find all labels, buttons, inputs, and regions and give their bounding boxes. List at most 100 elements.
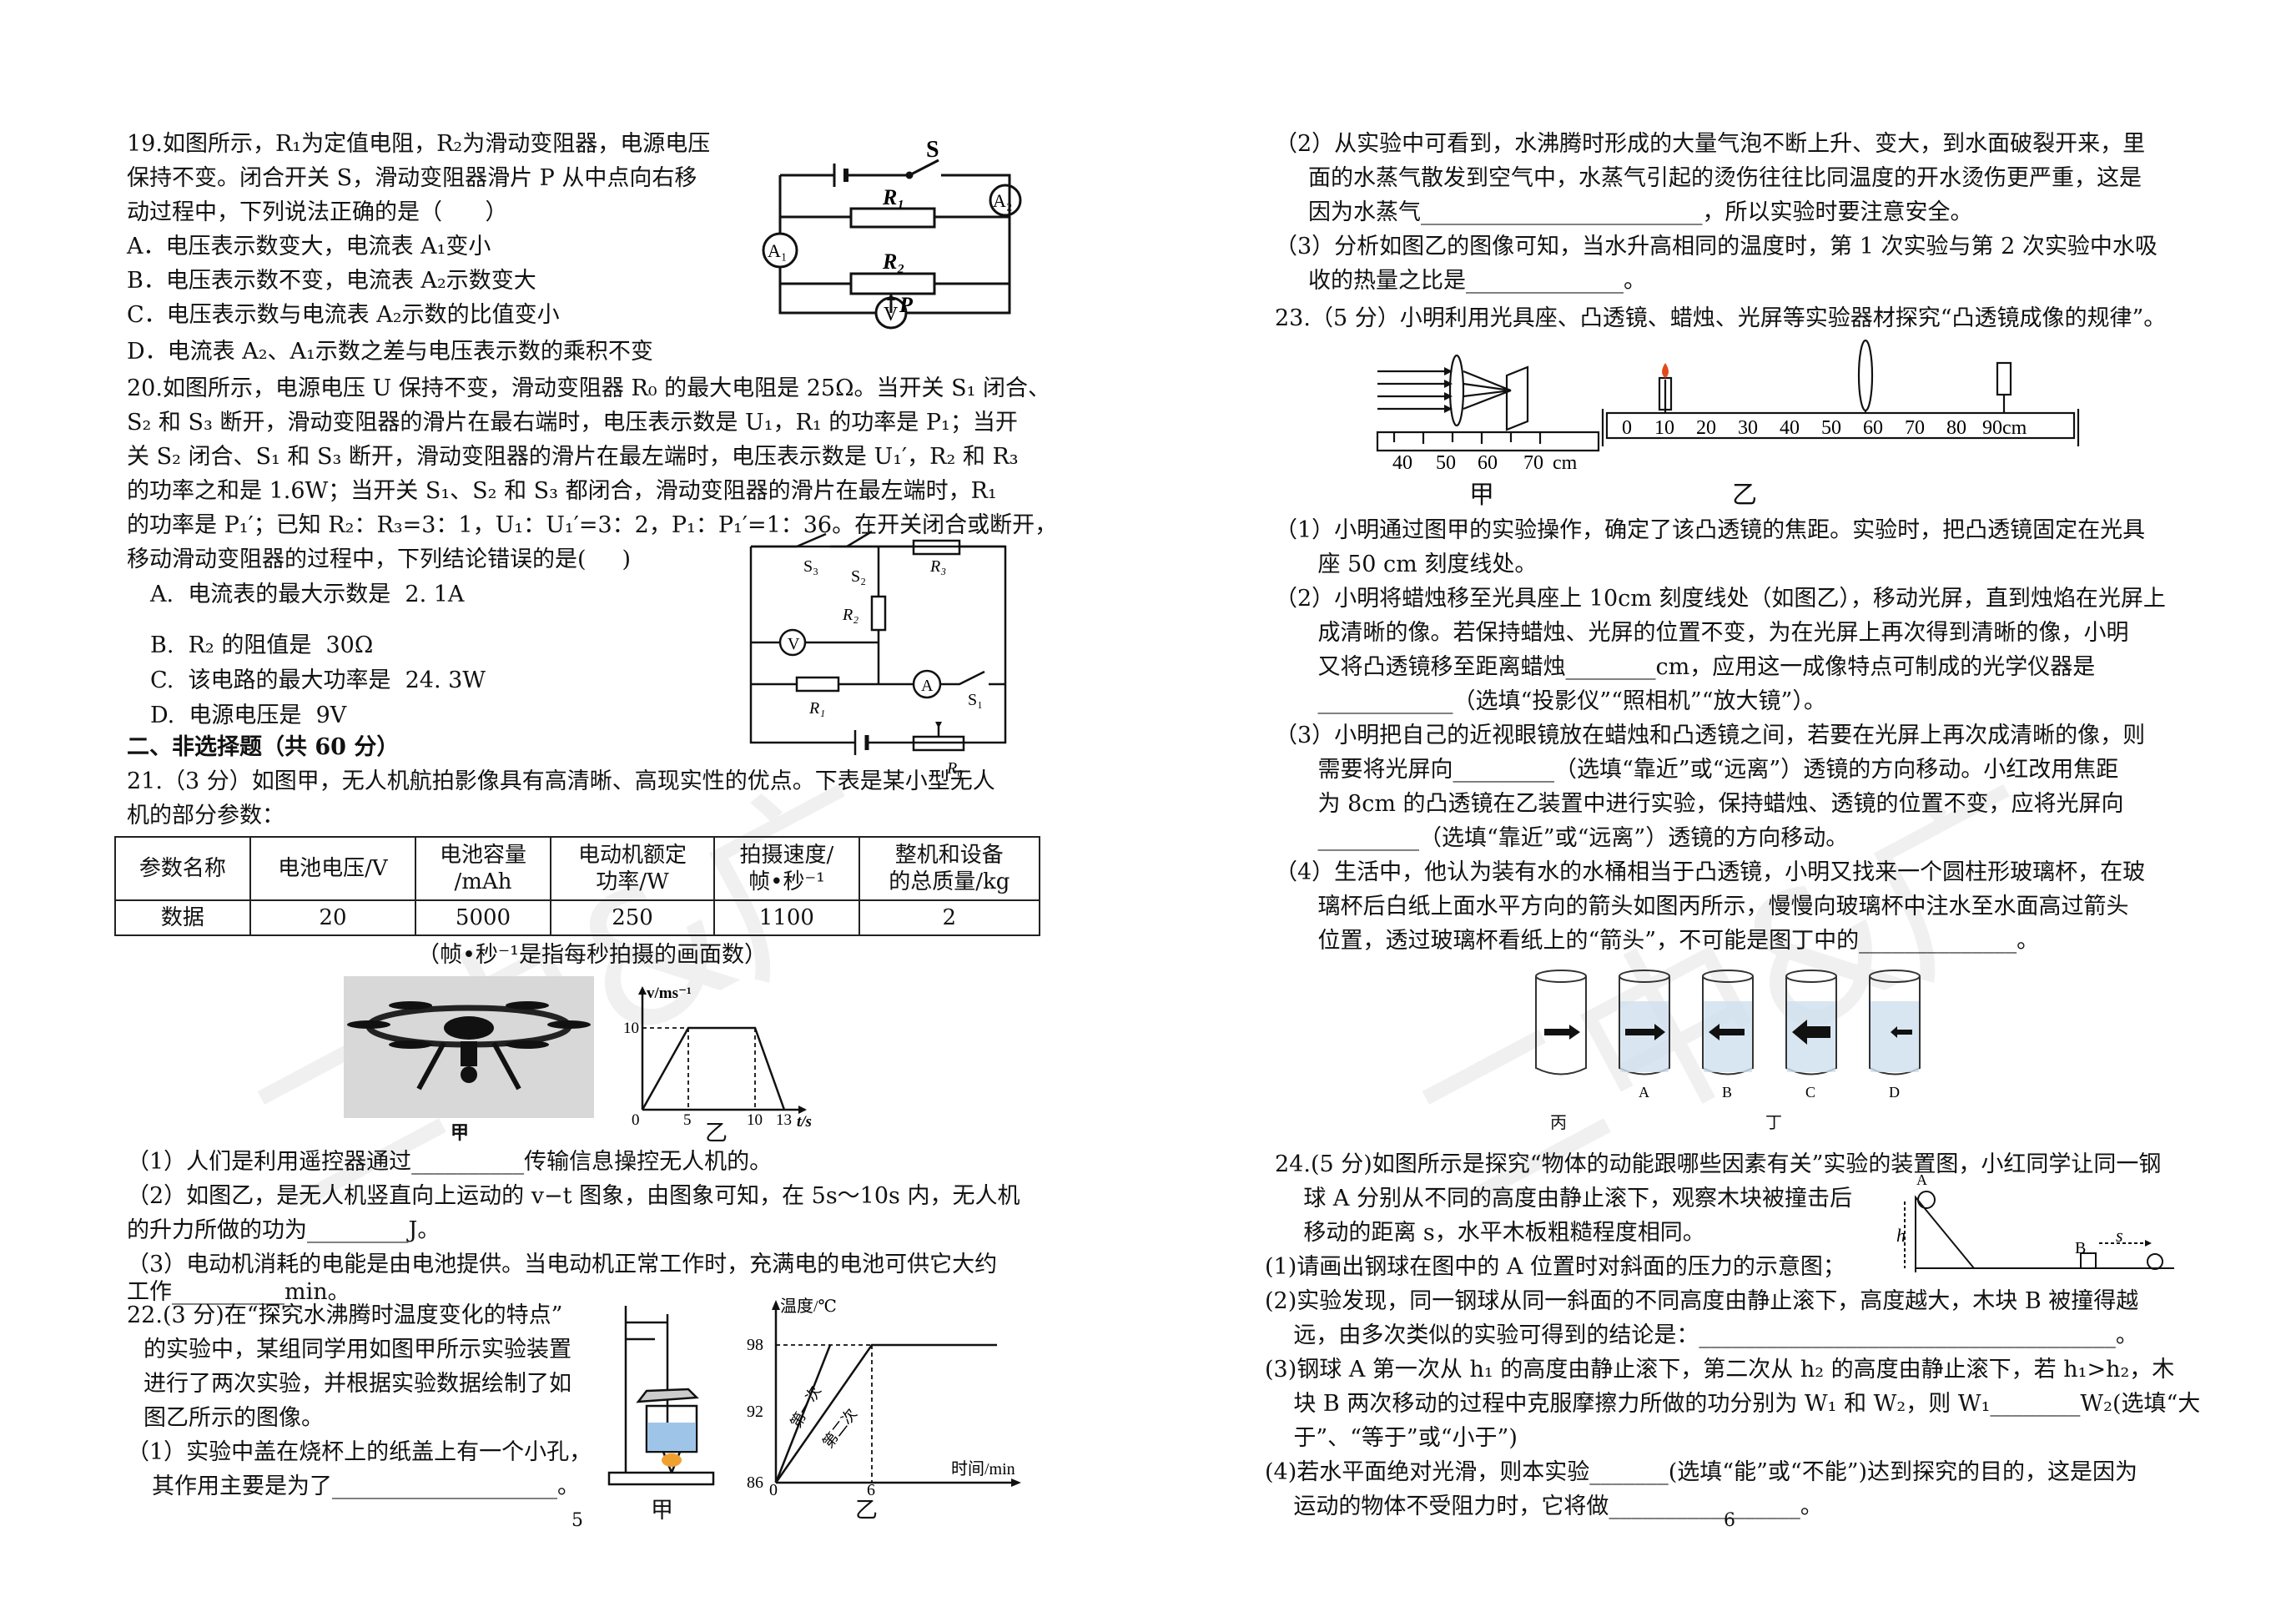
label-a1: A₁ [768, 240, 788, 261]
cup-label: A [1639, 1084, 1649, 1101]
q22-temp-graph: 温度/℃ 98 92 86 0 6 时间/min 第一次 第二次 [747, 1297, 1021, 1499]
tick-label: 70 [1905, 417, 1925, 439]
q19-option: B．电压表示数不变，电流表 A₂示数变大 [127, 268, 536, 294]
tick-label: 90cm [1982, 417, 2027, 439]
table-row: 数据 20 5000 250 1100 2 [114, 899, 1041, 936]
q23-item: （4）生活中，他认为装有水的水桶相当于凸透镜，小明又找来一个圆柱形玻璃杯，在玻 [1275, 859, 2146, 885]
q22-cont-line: 收的热量之比是______________。 [1308, 268, 1646, 294]
cup-label: D [1889, 1084, 1900, 1101]
tick-label: 40 [1392, 452, 1412, 474]
label-s: s [2116, 1225, 2123, 1246]
q21-line: 机的部分参数： [127, 803, 284, 829]
q19-line: 动过程中，下列说法正确的是（ ） [127, 199, 508, 225]
q24-line: 块 B 两次移动的过程中克服摩擦力所做的功分别为 W₁ 和 W₂，则 W₁___… [1265, 1391, 2201, 1417]
tick-label: 6 [867, 1481, 875, 1499]
q24-line: 于”、“等于”或“小于”) [1265, 1425, 1518, 1451]
table-cell: 2 [858, 899, 1041, 936]
q24-line: (2)实验发现，同一钢球从同一斜面的不同高度由静止滚下，高度越大，木块 B 被撞… [1265, 1288, 2139, 1314]
fig-ding-label: 丁 [1765, 1112, 1782, 1132]
q20-option: C. 该电路的最大功率是 24. 3W [150, 667, 486, 693]
q24-line: (1)请画出钢球在图中的 A 位置时对斜面的压力的示意图； [1265, 1254, 1845, 1280]
label-r2: R₂ [882, 249, 904, 274]
tick-label: 5 [683, 1111, 692, 1129]
q19-circuit-diagram: S R₁ R₂ A₂ A₁ V P [762, 137, 1022, 330]
section-heading: 二、非选择题（共 60 分） [127, 734, 400, 760]
fig-jia-label: 甲 [651, 1498, 673, 1524]
table-cell: 20 [249, 899, 417, 936]
incline-figure: A h B s [1896, 1171, 2174, 1272]
tick-label: 20 [1696, 417, 1716, 439]
fig-bing-label: 丙 [1550, 1112, 1567, 1132]
tick-label: cm [1553, 452, 1578, 474]
tick-label: 0 [1622, 417, 1632, 439]
optical-bench-yi: 0 10 20 30 40 50 60 70 80 90cm [1601, 339, 2080, 446]
q22-cont-line: 面的水蒸气散发到空气中，水蒸气引起的烫伤往往比同温度的开水烫伤更严重，这是 [1308, 165, 2142, 191]
q20-option: A. 电流表的最大示数是 2. 1A [150, 582, 465, 607]
label-p: P [899, 293, 914, 317]
label-s1: S₁ [968, 691, 983, 709]
q23-item: 璃杯后白纸上面水平方向的箭头如图丙所示，慢慢向玻璃杯中注水至水面高过箭头 [1275, 894, 2129, 919]
q20-option: B. R₂ 的阻值是 30Ω [150, 632, 374, 658]
q24-line: 移动的距离 s，水平木板粗糙程度相同。 [1275, 1220, 1705, 1246]
fig-jia-label: 甲 [451, 1122, 470, 1144]
q22-line: 图乙所示的图像。 [144, 1405, 324, 1431]
q20-line: 20.如图所示，电源电压 U 保持不变，滑动变阻器 R₀ 的最大电阻是 25Ω。… [127, 375, 1050, 401]
optical-bench-jia: 40 50 60 70 cm [1376, 354, 1600, 474]
q20-circuit-diagram: S₃ S₂ R₃ R₂ V A R₁ S₁ R₀ [749, 530, 1007, 778]
tick-label: 80 [1946, 417, 1966, 439]
table-cell: 1100 [713, 899, 860, 936]
q23-item: 座 50 cm 刻度线处。 [1275, 552, 1538, 577]
tick-label: 40 [1780, 417, 1800, 439]
axis-x-label: 时间/min [951, 1459, 1015, 1478]
cup-label: B [1722, 1084, 1732, 1101]
tick-label: 10 [623, 1020, 639, 1037]
q24-line: (3)钢球 A 第一次从 h₁ 的高度由静止滚下，第二次从 h₂ 的高度由静止滚… [1265, 1357, 2175, 1383]
label-r1: R₁ [808, 699, 825, 718]
tick-label: 60 [1478, 452, 1498, 474]
q20-line: S₂ 和 S₃ 断开，滑动变阻器的滑片在最右端时，电压表示数是 U₁，R₁ 的功… [127, 410, 1018, 436]
label-r3: R₃ [929, 557, 946, 576]
label-s2: S₂ [851, 567, 866, 586]
tick-label: 0 [632, 1111, 640, 1129]
q23-item: 又将凸透镜移至距离蜡烛________cm，应用这一成像特点可制成的光学仪器是 [1275, 654, 2096, 680]
q20-line: 移动滑动变阻器的过程中，下列结论错误的是( ) [127, 547, 631, 572]
table-header-row: 参数名称 电池电压/V 电池容量 /mAh 电动机额定 功率/W 拍摄速度/ 帧… [114, 836, 1041, 901]
fig-jia-label: 甲 [1469, 481, 1494, 510]
axis-y-label: 温度/℃ [780, 1297, 837, 1316]
q20-line: 的功率之和是 1.6W；当开关 S₁、S₂ 和 S₃ 都闭合，滑动变阻器的滑片在… [127, 478, 997, 504]
axis-y-label: v/ms⁻¹ [647, 985, 692, 1002]
q23-item: （2）小明将蜡烛移至光具座上 10cm 刻度线处（如图乙），移动光屏，直到烛焰在… [1275, 586, 2166, 612]
q19-line: 19.如图所示，R₁为定值电阻，R₂为滑动变阻器，电源电压 [127, 131, 711, 157]
q24-line: 球 A 分别从不同的高度由静止滚下，观察木块被撞击后 [1275, 1186, 1852, 1211]
q23-item: ____________（选填“投影仪”“照相机”“放大镜”）。 [1275, 688, 1826, 714]
table-cell: 5000 [415, 899, 551, 936]
table-header-cell: 整机和设备 的总质量/kg [858, 836, 1041, 901]
q21-vt-graph: v/ms⁻¹ 10 0 5 10 13 t/s [623, 985, 812, 1131]
q21-item: 工作__________min。 [127, 1279, 350, 1305]
q22-cont-line: 因为水蒸气_________________________，所以实验时要注意安… [1308, 199, 1973, 225]
fig-yi-label: 乙 [855, 1498, 878, 1524]
fig-yi-label: 乙 [705, 1121, 728, 1146]
label-b: B [2075, 1239, 2086, 1257]
table-header-cell: 电动机额定 功率/W [549, 836, 716, 901]
tick-label: 98 [747, 1336, 763, 1354]
tick-label: 92 [747, 1403, 763, 1421]
page-number: 6 [1724, 1510, 1735, 1531]
label-s: S [926, 137, 939, 163]
tick-label: 13 [776, 1111, 792, 1129]
page-number: 5 [571, 1510, 583, 1531]
q24-line: 24.(5 分)如图所示是探究“物体的动能跟哪些因素有关”实验的装置图，小红同学… [1275, 1151, 2162, 1177]
q23-item: 成清晰的像。若保持蜡烛、光屏的位置不变，为在光屏上再次得到清晰的像，小明 [1275, 620, 2129, 646]
q19-option: D．电流表 A₂、A₁示数之差与电压表示数的乘积不变 [127, 339, 653, 365]
q22-line: （1）实验中盖在烧杯上的纸盖上有一个小孔， [127, 1439, 592, 1465]
q21-params-table: 参数名称 电池电压/V 电池容量 /mAh 电动机额定 功率/W 拍摄速度/ 帧… [114, 836, 1041, 936]
q23-item: 位置，透过玻璃杯看纸上的“箭头”，不可能是图丁中的______________。 [1275, 928, 2040, 954]
q22-line: 进行了两次实验，并根据实验数据绘制了如 [144, 1371, 571, 1397]
table-header-cell: 电池电压/V [249, 836, 417, 901]
label-a: A [921, 677, 934, 695]
q21-item: （3）电动机消耗的电能是由电池提供。当电动机正常工作时，充满电的电池可供它大约 [127, 1252, 998, 1277]
q23-title: 23.（5 分）小明利用光具座、凸透镜、蜡烛、光屏等实验器材探究“凸透镜成像的规… [1275, 305, 2167, 331]
tick-label: 50 [1821, 417, 1841, 439]
label-r0: R₀ [946, 759, 963, 778]
label-a2: A₂ [993, 190, 1013, 211]
